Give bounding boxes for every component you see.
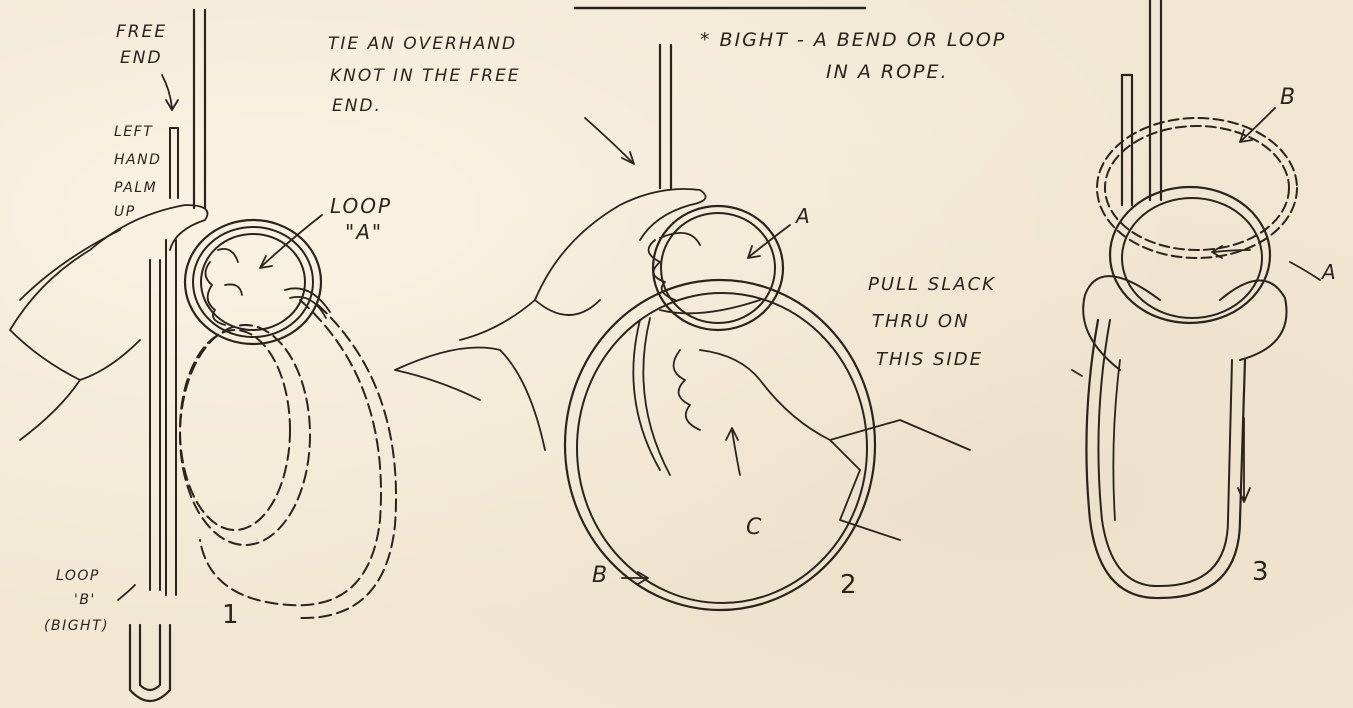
loop-b-inner xyxy=(577,293,867,603)
arrow-down xyxy=(1238,418,1250,502)
upper-hand xyxy=(460,189,706,340)
figure-number-3: 3 xyxy=(1252,562,1269,582)
rope-standing-part xyxy=(194,10,205,208)
arrow-loop-b xyxy=(118,585,135,600)
left-hand xyxy=(10,205,208,440)
arrow-b-3 xyxy=(1240,108,1275,142)
loop-a-inner xyxy=(201,234,305,330)
lower-sleeve xyxy=(395,348,545,451)
arrow-a-3 xyxy=(1212,246,1250,258)
arrow-free-end xyxy=(162,75,178,110)
label-bight-def-1: * BIGHT - A BEND OR LOOP xyxy=(700,30,1006,50)
label-loop-b: LOOP xyxy=(56,568,100,585)
dashed-loop-1 xyxy=(180,330,290,530)
figure-number-2: 2 xyxy=(840,575,857,595)
label-loop-b-letter: 'B' xyxy=(74,592,96,609)
label-up: UP xyxy=(114,204,136,221)
bight-b xyxy=(130,625,170,701)
label-loop-a: LOOP xyxy=(330,196,392,216)
label-tie-2: KNOT IN THE FREE xyxy=(330,66,521,86)
label-free: FREE xyxy=(116,22,167,42)
label-palm: PALM xyxy=(114,180,157,197)
rope-standing-part-3 xyxy=(1122,0,1161,205)
dashed-loop-4 xyxy=(300,305,396,618)
label-hand: HAND xyxy=(114,152,161,169)
label-end: END xyxy=(120,48,163,68)
label-fig3-a: A xyxy=(1322,262,1338,282)
label-fig2-c: C xyxy=(746,518,763,538)
rope-standing-part-2 xyxy=(660,45,671,188)
arrow-pull xyxy=(1072,370,1082,376)
loop-a-mid xyxy=(193,227,313,337)
arrow-a-3-right xyxy=(1290,262,1320,280)
arrow-loop-a xyxy=(260,215,322,268)
label-tie-3: END. xyxy=(332,96,382,116)
loop-a-2-inner xyxy=(661,213,775,323)
label-left: LEFT xyxy=(114,124,153,141)
label-bight: (BIGHT) xyxy=(44,618,109,635)
arrow-c xyxy=(726,428,740,475)
label-loop-a-letter: "A" xyxy=(345,222,383,242)
label-pull-2: THRU ON xyxy=(872,312,970,332)
right-side-loop xyxy=(1220,280,1287,360)
label-fig2-a: A xyxy=(796,206,812,226)
label-pull-3: THIS SIDE xyxy=(876,350,983,370)
fingers xyxy=(205,249,242,325)
label-bight-def-2: IN A ROPE. xyxy=(826,62,949,82)
rope-free-end xyxy=(170,128,178,198)
label-fig2-b: B xyxy=(592,566,609,586)
label-pull-1: PULL SLACK xyxy=(868,275,996,295)
arrow-overhand xyxy=(585,118,634,164)
label-tie-1: TIE AN OVERHAND xyxy=(328,34,517,54)
lower-hand xyxy=(674,350,970,540)
hanging-loop-mid xyxy=(1113,360,1120,520)
hanging-loop-inner xyxy=(1098,320,1232,586)
loop-a-3 xyxy=(1110,187,1270,323)
figure-number-1: 1 xyxy=(222,605,239,625)
rope-doubled xyxy=(150,240,176,595)
label-fig3-b: B xyxy=(1280,88,1297,108)
